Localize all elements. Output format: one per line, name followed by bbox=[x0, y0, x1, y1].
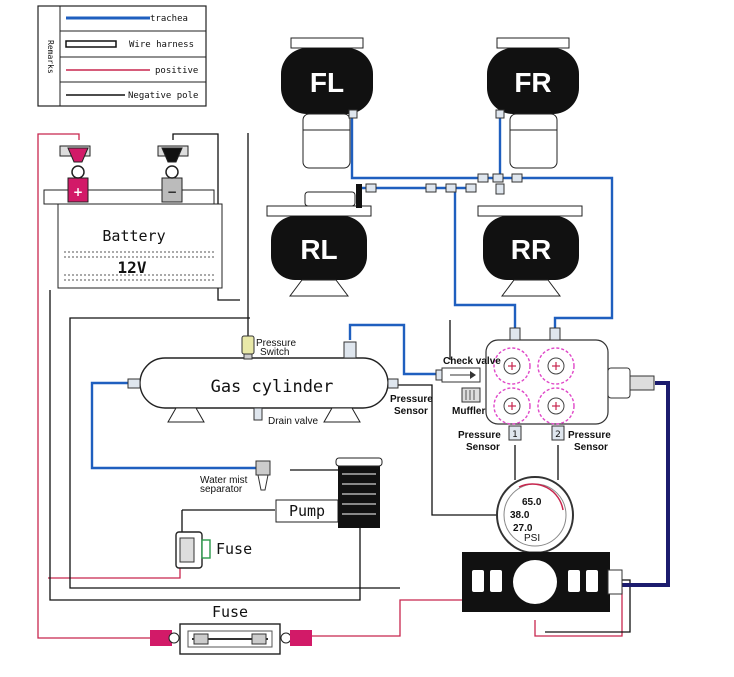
pressure-switch bbox=[241, 335, 255, 360]
negative-terminal-clamp bbox=[161, 147, 183, 179]
sensor-number-2: 2 bbox=[555, 430, 561, 440]
negative-wires bbox=[49, 133, 631, 633]
muffler bbox=[461, 387, 481, 403]
pressure-sensor-2-label-line2: Sensor bbox=[574, 442, 608, 453]
legend-label-wire-harness: Wire harness bbox=[129, 40, 194, 50]
trachea-air-lines bbox=[90, 112, 614, 470]
battery-title: Battery bbox=[102, 227, 165, 245]
pressure-sensor-2-label-line1: Pressure bbox=[568, 430, 611, 441]
fuse-small-label: Fuse bbox=[216, 540, 252, 558]
sensor-number-1: 1 bbox=[512, 430, 518, 440]
gauge-value-1: 65.0 bbox=[522, 497, 542, 508]
airbag-fr-label: FR bbox=[514, 67, 551, 98]
control-switch-panel bbox=[462, 552, 623, 612]
pump: Pump bbox=[275, 457, 383, 528]
gauge-unit: PSI bbox=[524, 533, 540, 544]
gas-cylinder-label: Gas cylinder bbox=[211, 377, 334, 397]
pressure-switch-label-line2: Switch bbox=[260, 347, 289, 358]
pressure-switch-label-line1: Pressure bbox=[256, 338, 296, 349]
legend-label-negative: Negative pole bbox=[128, 91, 198, 101]
pressure-sensor-1-label-line2: Sensor bbox=[466, 442, 500, 453]
airbag-rear-right: RR bbox=[477, 205, 583, 297]
legend: Remarks trachea Wire harness positive Ne… bbox=[37, 5, 207, 107]
battery-minus-symbol: − bbox=[167, 185, 177, 199]
airbag-front-left: FL bbox=[281, 37, 373, 169]
gauge-value-2: 38.0 bbox=[510, 510, 530, 521]
valve-manifold: 1 2 bbox=[485, 327, 655, 441]
tank-pressure-sensor-label-line2: Sensor bbox=[394, 406, 428, 417]
positive-terminal-clamp bbox=[67, 147, 89, 179]
harness-cable bbox=[620, 381, 670, 587]
legend-label-trachea: trachea bbox=[150, 14, 188, 24]
pump-label: Pump bbox=[289, 502, 325, 520]
drain-valve-label: Drain valve bbox=[268, 416, 318, 427]
check-valve-label: Check valve bbox=[443, 356, 501, 367]
fuse-inline bbox=[150, 623, 312, 655]
gas-cylinder: Gas cylinder bbox=[127, 341, 399, 423]
gauge-value-3: 27.0 bbox=[513, 523, 533, 534]
airbag-fl-label: FL bbox=[310, 67, 344, 98]
muffler-label: Muffler bbox=[452, 406, 485, 417]
check-valve bbox=[435, 367, 481, 383]
airbag-front-right: FR bbox=[487, 37, 579, 169]
legend-label-positive: positive bbox=[155, 66, 198, 76]
pressure-sensor-1-label-line1: Pressure bbox=[458, 430, 501, 441]
battery-voltage: 12V bbox=[118, 258, 147, 277]
battery: + − Battery 12V bbox=[43, 145, 223, 289]
battery-plus-symbol: + bbox=[73, 185, 83, 199]
fuse-inline-label: Fuse bbox=[212, 603, 248, 621]
airbag-rear-left: RL bbox=[266, 184, 372, 297]
airbag-rl-label: RL bbox=[300, 234, 337, 265]
pressure-gauge: 65.0 38.0 27.0 PSI bbox=[496, 476, 574, 559]
water-mist-label-line2: separator bbox=[200, 484, 243, 495]
legend-title: Remarks bbox=[46, 40, 55, 74]
legend-swatch-wire-harness bbox=[65, 40, 117, 48]
fuse-holder-small bbox=[175, 531, 211, 569]
air-fittings bbox=[365, 173, 523, 195]
tank-pressure-sensor-label-line1: Pressure bbox=[390, 394, 433, 405]
water-mist-separator bbox=[255, 460, 271, 491]
airbag-rr-label: RR bbox=[511, 234, 551, 265]
water-mist-label-line1: Water mist bbox=[200, 475, 248, 486]
